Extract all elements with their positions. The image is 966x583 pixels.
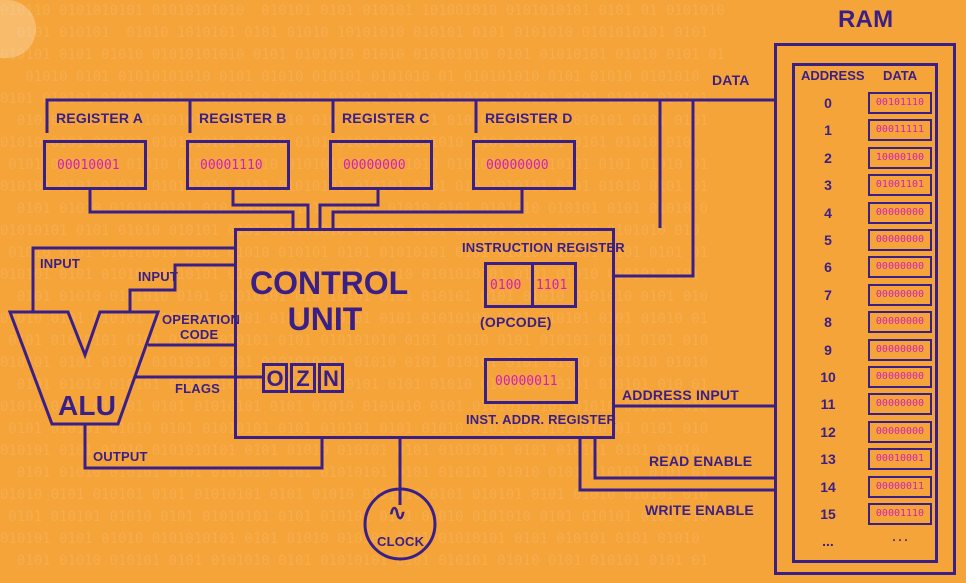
ram-address-3: 3 [824, 177, 832, 194]
data-bus-label: DATA [712, 72, 750, 88]
ram-data-15: 00001110 [868, 503, 932, 525]
ram-data-10: 00000000 [868, 366, 932, 388]
ram-data-13: 00010001 [868, 448, 932, 471]
ram-address-15: 15 [820, 506, 836, 522]
operand-box [531, 262, 577, 308]
ram-data-2: 10000100 [868, 146, 932, 169]
register-b-label: REGISTER B [199, 110, 287, 126]
register-a-label: REGISTER A [56, 110, 144, 126]
flag-overflow: O [262, 363, 288, 393]
ram-data-7: 00000000 [868, 283, 932, 306]
flag-zero: Z [290, 363, 316, 393]
ram-address-7: 7 [824, 286, 832, 303]
clock-wave-icon: ∿ [388, 500, 407, 525]
alu-label: ALU [58, 390, 117, 421]
ram-address-14: 14 [820, 478, 836, 495]
ram-data-14: 00000011 [868, 475, 932, 498]
alu-input-b-label: INPUT [138, 269, 178, 284]
ram-data-16: ... [890, 533, 910, 545]
ram-address-12: 12 [820, 423, 836, 440]
ram-outer-box [774, 43, 956, 575]
register-b-value: 00001110 [200, 158, 263, 173]
ram-data-5: 00000000 [868, 229, 932, 251]
inst-addr-value: 00000011 [495, 374, 558, 389]
register-c-label: REGISTER C [342, 110, 430, 126]
register-d-label: REGISTER D [485, 110, 573, 126]
ram-address-10: 10 [820, 369, 836, 385]
inst-addr-label: INST. ADDR. REGISTER [466, 412, 617, 427]
register-a-value: 00010001 [57, 158, 120, 173]
write-enable-label: WRITE ENABLE [645, 502, 754, 518]
flag-negative: N [318, 363, 344, 393]
ram-data-11: 00000000 [868, 393, 932, 416]
ram-address-4: 4 [824, 204, 832, 221]
operation-code-label-2: CODE [180, 327, 219, 342]
ram-title: RAM [838, 6, 894, 33]
ram-address-2: 2 [824, 149, 832, 166]
control-unit-title-line1: CONTROL [250, 265, 409, 301]
opcode-value: 0100 [490, 278, 522, 293]
ram-address-header: ADDRESS [801, 68, 865, 83]
ram-address-6: 6 [824, 259, 832, 276]
ram-address-13: 13 [820, 451, 836, 468]
register-b-box [186, 140, 290, 190]
inst-addr-box [484, 358, 578, 404]
ram-data-header: DATA [883, 68, 918, 83]
ram-data-8: 00000000 [868, 311, 932, 334]
control-unit-box [234, 228, 615, 439]
ram-address-0: 0 [824, 95, 832, 111]
alu-input-a-label: INPUT [40, 256, 80, 271]
register-c-value: 00000000 [343, 158, 406, 173]
register-c-box [329, 140, 433, 190]
read-enable-label: READ ENABLE [649, 453, 753, 469]
ram-data-9: 00000000 [868, 338, 932, 361]
ram-data-4: 00000000 [868, 201, 932, 224]
clock-label: CLOCK [377, 534, 425, 549]
ram-data-0: 00101110 [868, 92, 932, 114]
ram-data-1: 00011111 [868, 119, 932, 142]
ram-table [792, 63, 938, 563]
control-unit-title-line2: UNIT [287, 301, 363, 337]
register-d-box [472, 140, 576, 190]
instruction-register-label: INSTRUCTION REGISTER [462, 240, 625, 255]
operation-code-label-1: OPERATION [162, 312, 241, 327]
flags-label: FLAGS [175, 381, 221, 396]
ram-address-5: 5 [824, 232, 832, 248]
output-label: OUTPUT [93, 449, 148, 464]
ram-data-3: 01001101 [868, 174, 932, 197]
address-input-label: ADDRESS INPUT [622, 387, 739, 403]
ram-address-11: 11 [820, 396, 836, 413]
register-d-value: 00000000 [486, 158, 549, 173]
operand-value: 1101 [536, 278, 568, 293]
ram-address-1: 1 [824, 122, 832, 139]
ram-data-6: 00000000 [868, 256, 932, 279]
opcode-label: (OPCODE) [480, 314, 552, 330]
ram-address-9: 9 [824, 341, 832, 358]
ram-address-16: ... [822, 533, 834, 550]
ram-address-8: 8 [824, 314, 832, 331]
ram-data-12: 00000000 [868, 420, 932, 443]
register-a-box [43, 140, 147, 190]
